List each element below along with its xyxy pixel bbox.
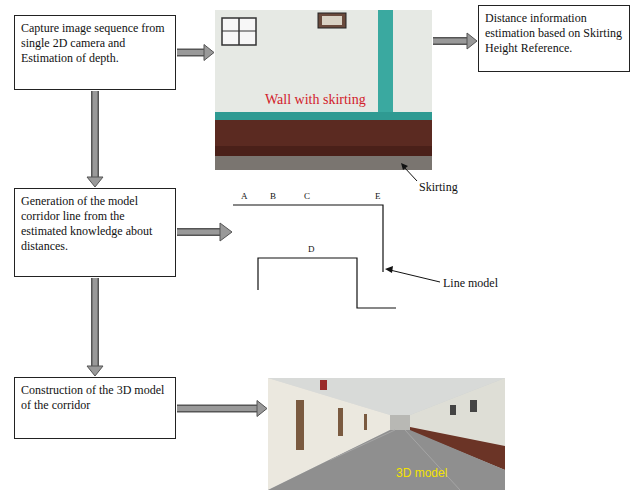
callout-label: Skirting <box>419 180 458 195</box>
segment-letter: B <box>270 191 276 201</box>
corridor-3d-picture <box>268 378 505 490</box>
segment-letter: C <box>304 191 310 201</box>
box-text: Construction of the 3D model of the corr… <box>21 383 169 413</box>
block-arrow <box>87 278 103 376</box>
segment-letter: D <box>308 244 315 254</box>
process-box: Generation of the model corridor line fr… <box>14 188 176 277</box>
callout-label: Line model <box>443 276 498 291</box>
process-box: Distance information estimation based on… <box>478 5 630 72</box>
box-text: Generation of the model corridor line fr… <box>21 194 169 254</box>
block-arrow <box>87 91 103 187</box>
block-arrow <box>177 223 232 241</box>
line-model <box>233 205 396 308</box>
block-arrow <box>177 45 214 61</box>
skirting-leader <box>401 163 417 181</box>
box-text: Distance information estimation based on… <box>485 11 623 56</box>
block-arrow <box>177 401 267 417</box>
picture-caption: 3D model <box>396 466 447 480</box>
wall-photo-frame: Wall with skirting <box>215 10 432 170</box>
segment-letter: A <box>241 191 248 201</box>
model-picture-frame: 3D model <box>268 378 505 490</box>
process-box: Capture image sequence from single 2D ca… <box>14 15 176 90</box>
line-model-leader <box>385 266 440 282</box>
wall-photo <box>215 10 432 170</box>
block-arrow <box>433 33 477 49</box>
segment-letter: E <box>375 191 381 201</box>
process-box: Construction of the 3D model of the corr… <box>14 377 176 439</box>
picture-caption: Wall with skirting <box>265 92 366 108</box>
box-text: Capture image sequence from single 2D ca… <box>21 21 169 66</box>
